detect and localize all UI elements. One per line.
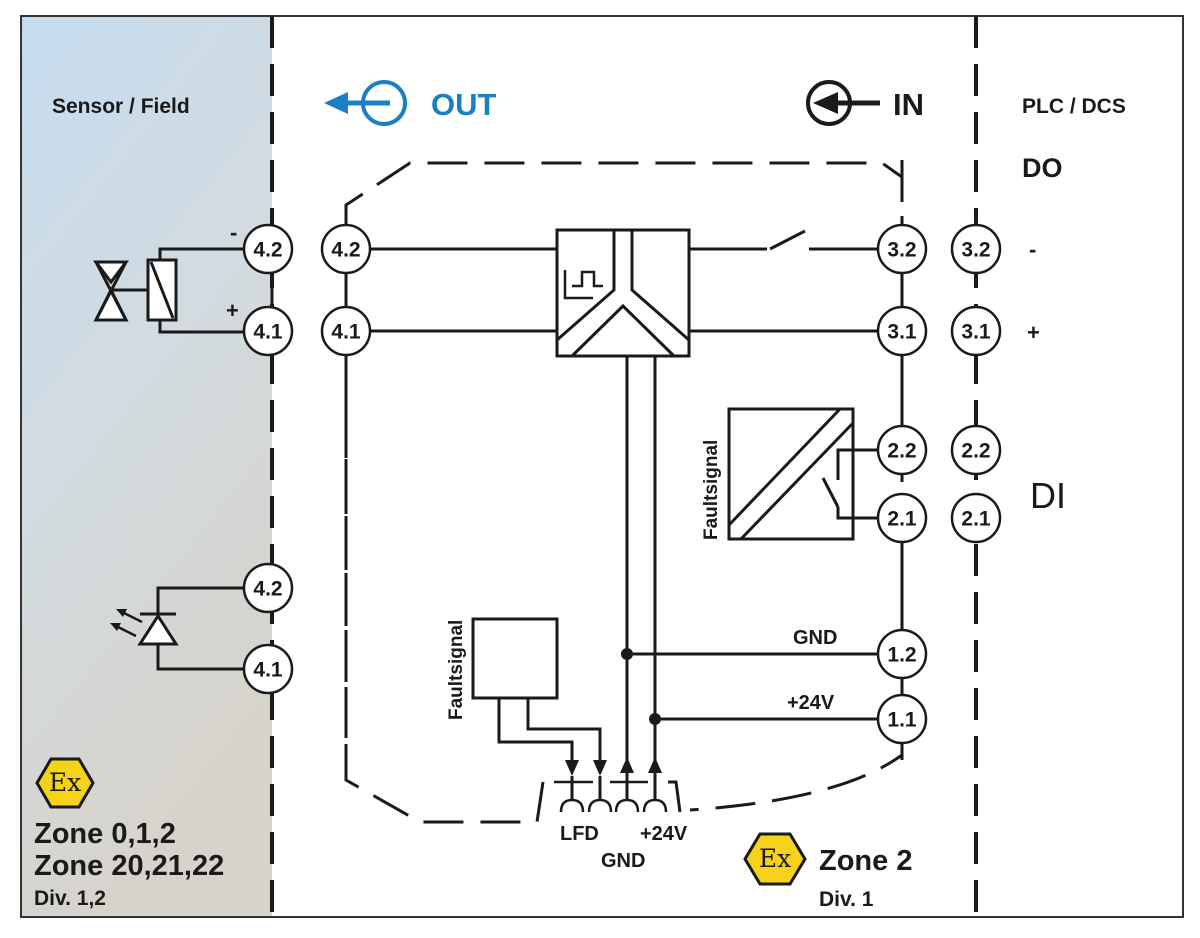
terminal-module-in-2-1: [876, 492, 928, 544]
terminal-label: 4.1: [331, 321, 361, 344]
field-polarity-minus: -: [230, 220, 237, 245]
solenoid-valve-icon: [93, 247, 244, 334]
terminal-plc-2-2: [950, 424, 1002, 476]
terminal-plc-2-1: [950, 492, 1002, 544]
svg-text:Ex: Ex: [759, 844, 791, 873]
output-arrow-icon: [324, 80, 407, 126]
terminal-field-valve-4-2: [242, 223, 294, 275]
terminal-field-led-4-2: [242, 562, 294, 614]
isolator-block: [370, 228, 878, 775]
bus-label-24v: +24V: [640, 823, 688, 845]
terminal-label: 4.1: [253, 321, 283, 344]
terminal-field-led-4-1: [242, 643, 294, 695]
terminal-label: 3.1: [887, 321, 917, 344]
terminal-label: 3.1: [961, 321, 991, 344]
out-label: OUT: [431, 87, 497, 122]
terminal-module-in-3-1: [876, 305, 928, 357]
bus-label-lfd: LFD: [560, 823, 599, 845]
outer-frame: [20, 15, 1184, 918]
terminal-plc-3-1: [950, 305, 1002, 357]
ex-module-icon: Ex: [743, 832, 807, 886]
terminal-label: 2.2: [961, 440, 990, 463]
di-label: DI: [1030, 475, 1066, 516]
relay-faultsignal-label: Faultsignal: [701, 440, 722, 540]
terminal-label: 3.2: [961, 239, 990, 262]
supply-rail-label: +24V: [787, 692, 835, 714]
terminal-label: 4.2: [253, 578, 282, 601]
terminal-label: 1.1: [887, 709, 917, 732]
terminal-module-in-1-2: [876, 628, 928, 680]
terminal-module-in-3-2: [876, 223, 928, 275]
hazard-zone-dust: Zone 20,21,22: [34, 850, 224, 882]
fault-signal-box: [471, 617, 668, 813]
hazard-zone-gas: Zone 0,1,2: [34, 818, 176, 850]
field-zone-title: Sensor / Field: [52, 95, 190, 118]
terminal-module-in-1-1: [876, 693, 928, 745]
terminal-module-in-2-2: [876, 424, 928, 476]
gnd-rail-label: GND: [793, 627, 837, 649]
plc-polarity-minus: -: [1029, 237, 1036, 262]
terminal-module-out-4-1: [320, 305, 372, 357]
svg-text:Ex: Ex: [49, 768, 81, 797]
power-rails: [621, 648, 878, 725]
bus-label-gnd: GND: [601, 850, 645, 872]
do-label: DO: [1022, 153, 1063, 183]
module-zone: Zone 2: [819, 845, 912, 877]
led-sensor-icon: [110, 586, 244, 671]
terminal-plc-3-2: [950, 223, 1002, 275]
input-arrow-icon: [806, 80, 880, 126]
terminal-label: 2.1: [887, 508, 917, 531]
plc-polarity-plus: +: [1027, 320, 1040, 345]
terminal-label: 4.2: [253, 239, 282, 262]
terminal-label: 2.1: [961, 508, 991, 531]
terminal-field-valve-4-1: [242, 305, 294, 357]
in-label: IN: [893, 87, 924, 122]
field-polarity-plus: +: [226, 298, 239, 323]
terminals: 4.2 4.1 4.2 4.1 4.2 4.1 3.2 3.1 2.2 2.1 1.2 1.1 3.2 3…: [242, 223, 1002, 745]
terminal-label: 2.2: [887, 440, 916, 463]
fault-relay-block: [727, 407, 878, 541]
ex-hazard-icon: Ex: [35, 757, 95, 809]
module-division: Div. 1: [819, 888, 874, 911]
terminal-label: 3.2: [887, 239, 916, 262]
terminal-label: 4.1: [253, 659, 283, 682]
terminal-label: 1.2: [887, 644, 916, 667]
plc-zone-title: PLC / DCS: [1022, 95, 1126, 118]
box-faultsignal-label: Faultsignal: [446, 620, 467, 720]
hazard-division: Div. 1,2: [34, 887, 106, 910]
terminal-module-out-4-2: [320, 223, 372, 275]
terminal-label: 4.2: [331, 239, 360, 262]
